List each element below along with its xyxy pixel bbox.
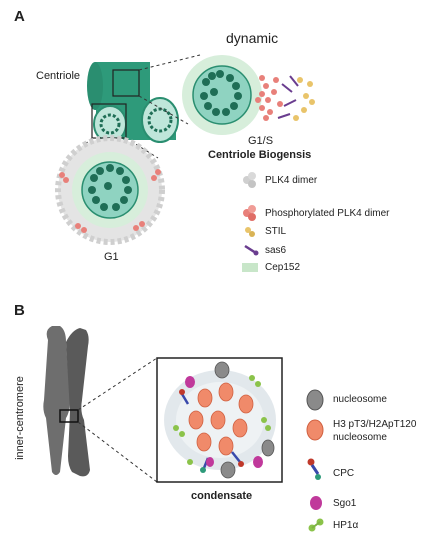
panel-b-letter: B bbox=[14, 302, 25, 319]
legend-b-sgo1: Sgo1 bbox=[333, 498, 357, 509]
condensate-label: condensate bbox=[191, 490, 253, 502]
legend-a-plk4-dimer: PLK4 dimer bbox=[265, 175, 318, 186]
legend-b-hp1a: HP1α bbox=[333, 520, 359, 531]
legend-b-cpc: CPC bbox=[333, 468, 355, 479]
inner-centromere-label: inner-centromere bbox=[13, 376, 26, 460]
h3-nucleosome-icon bbox=[306, 419, 324, 441]
stil-icon bbox=[245, 227, 255, 237]
centriole-label: Centriole bbox=[36, 70, 81, 82]
phosphorylated-plk4-dimer-icon bbox=[243, 205, 256, 221]
g1-label: G1 bbox=[104, 251, 119, 263]
centriole-illustration bbox=[87, 62, 179, 143]
legend-b-h3-line1: H3 pT3/H2ApT120 bbox=[333, 419, 417, 430]
cep152-icon bbox=[242, 263, 258, 272]
condensate-zoom bbox=[156, 357, 283, 483]
panel-a-letter: A bbox=[14, 8, 25, 25]
sas6-icon bbox=[244, 244, 259, 256]
sgo1-icon bbox=[310, 496, 322, 510]
plk4-dimer-icon bbox=[243, 172, 256, 188]
chromosome-illustration bbox=[43, 326, 90, 477]
cpc-icon bbox=[307, 458, 321, 480]
legend-a-stil: STIL bbox=[265, 226, 287, 237]
legend-a-cep152: Cep152 bbox=[265, 262, 301, 273]
legend-b-nucleosome: nucleosome bbox=[333, 394, 387, 405]
legend-b-h3-line2: nucleosome bbox=[333, 432, 387, 443]
zoom-connectors-b bbox=[77, 357, 158, 483]
centriole-biogenesis-title: Centriole Biogensis bbox=[208, 149, 312, 161]
g1-centriole-zoom bbox=[55, 135, 165, 245]
g1s-centriole-zoom bbox=[182, 55, 315, 135]
legend-b-icons bbox=[306, 389, 324, 532]
nucleosome-icon bbox=[306, 389, 324, 411]
hp1a-icon bbox=[308, 518, 324, 532]
legend-a-sas6: sas6 bbox=[265, 245, 287, 256]
dynamic-label: dynamic bbox=[226, 30, 279, 46]
legend-a-icons bbox=[242, 172, 259, 272]
legend-a-phospho-plk4: Phosphorylated PLK4 dimer bbox=[265, 208, 390, 219]
g1s-label: G1/S bbox=[248, 135, 274, 147]
